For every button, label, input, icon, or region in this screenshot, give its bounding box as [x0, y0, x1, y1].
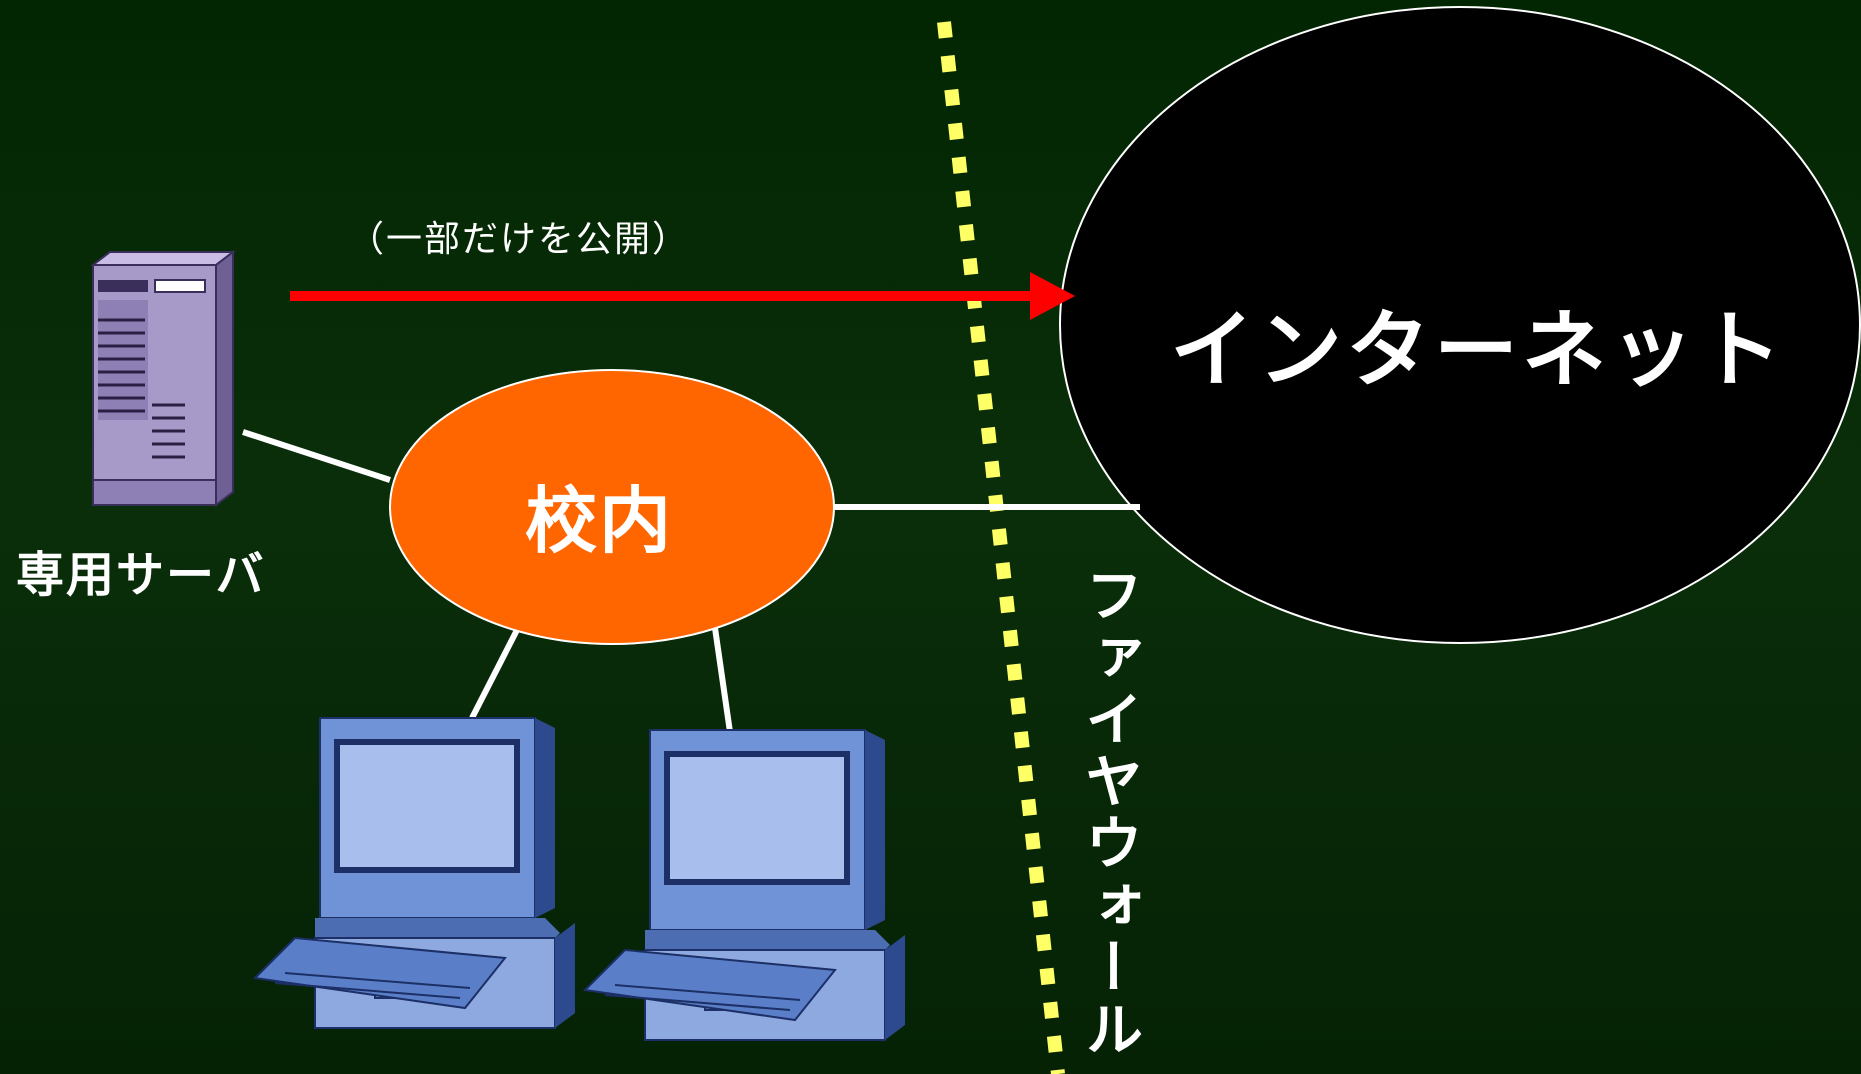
publish-label: （一部だけを公開）	[348, 219, 691, 260]
desktop-computer-icon	[582, 729, 905, 1041]
internet-node	[1059, 6, 1861, 644]
campus-label: 校内	[525, 479, 674, 563]
server-campus-link	[242, 429, 391, 483]
campus-node	[389, 369, 835, 645]
internet-label: インターネット	[1170, 301, 1787, 399]
campus-pc2-link	[712, 627, 733, 733]
tower-server-icon	[90, 249, 236, 508]
publish-arrowhead	[1030, 272, 1075, 320]
firewall-label: ファイヤウォール	[1075, 565, 1143, 1061]
campus-pc1-link	[469, 626, 521, 720]
server-label: 専用サーバ	[16, 547, 266, 603]
desktop-computer-icon	[252, 717, 575, 1029]
firewall-line	[937, 21, 1065, 1074]
